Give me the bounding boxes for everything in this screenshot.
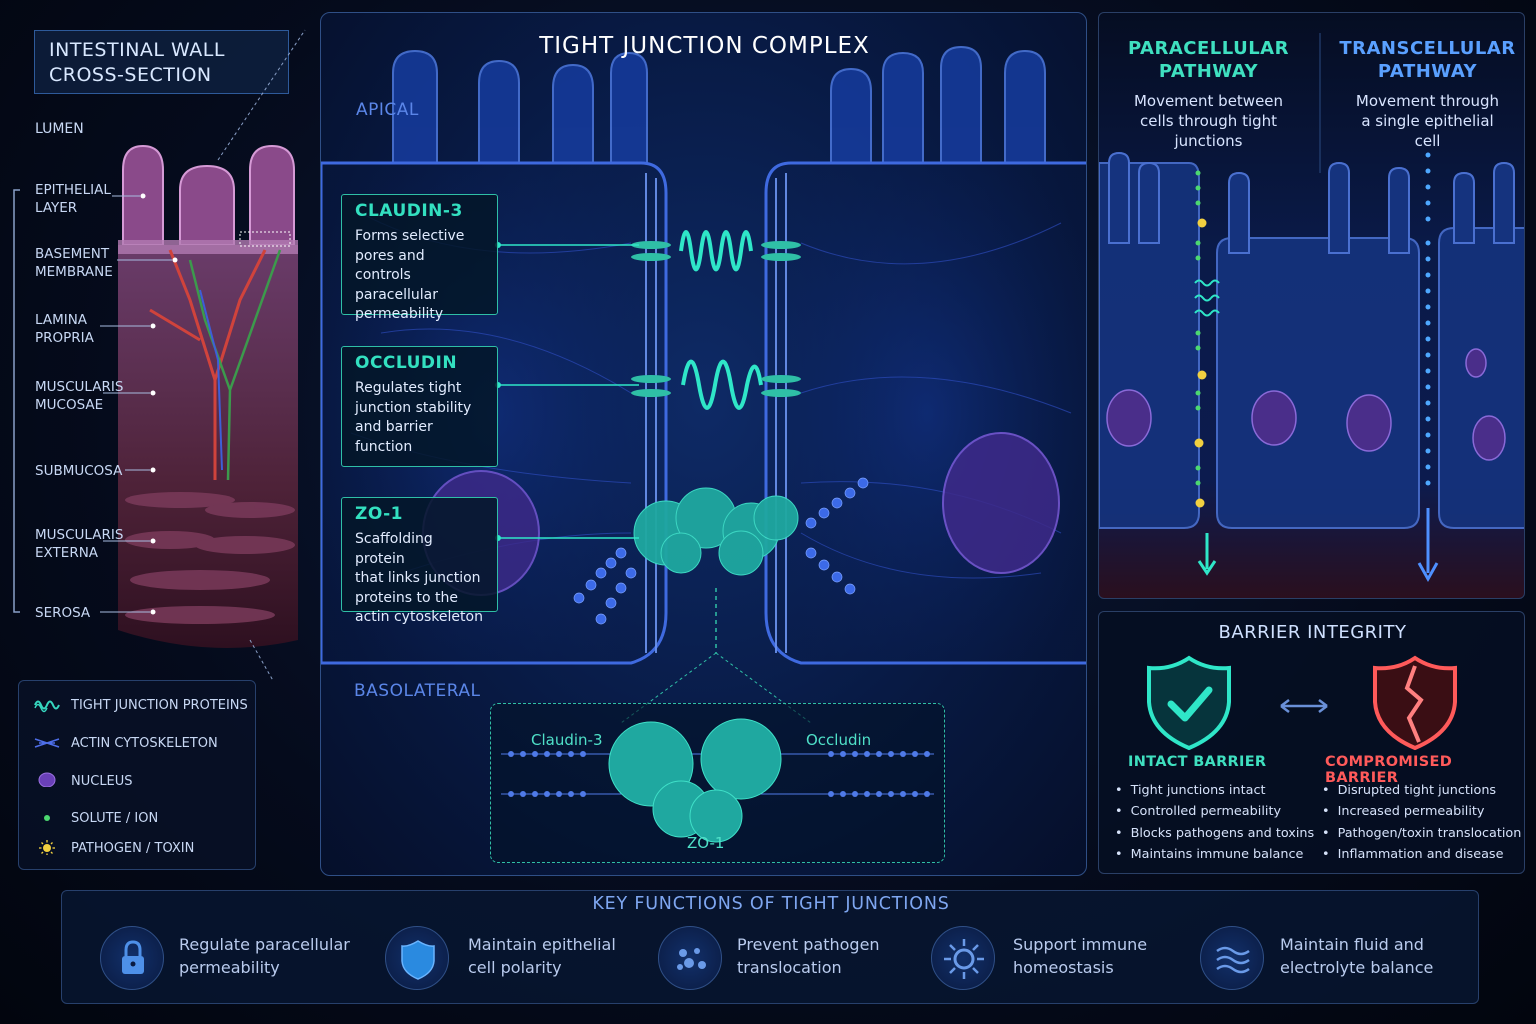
list-item: Disrupted tight junctions [1322,780,1521,801]
apical-label: APICAL [356,100,419,120]
inset-zo1-label: ZO-1 [687,834,725,852]
callout-occludin: OCCLUDIN Regulates tight junction stabil… [341,346,498,467]
list-item: Increased permeability [1322,801,1521,822]
lumen-label: LUMEN [35,121,84,137]
callout-claudin-text: Forms selective pores and controls parac… [355,228,465,322]
lock-icon [100,926,164,990]
callout-occludin-title: OCCLUDIN [355,353,458,373]
callout-zo1-title: ZO-1 [355,504,403,524]
left-title-line2: CROSS-SECTION [49,64,212,86]
callout-claudin: CLAUDIN-3 Forms selective pores and cont… [341,194,498,322]
list-item: Controlled permeability [1115,801,1314,822]
callout-occludin-text: Regulates tight junction stability and b… [355,380,472,455]
pathways-illustration [1099,33,1524,583]
paracellular-heading: PARACELLULAR PATHWAY [1128,38,1289,82]
list-item: Tight junctions intact [1115,780,1314,801]
inset-claudin-label: Claudin-3 [531,731,603,749]
intestinal-wall-illustration [13,29,306,680]
key-functions-panel: KEY FUNCTIONS OF TIGHT JUNCTIONS Regulat… [61,890,1479,1004]
sun-icon [39,840,55,855]
legend-pathogen: PATHOGEN / TOXIN [71,841,195,856]
transcellular-description: Movement through a single epithelial cel… [1355,92,1500,150]
tight-junction-panel: TIGHT JUNCTION COMPLEX APICAL BASOLATERA… [320,12,1087,876]
zoom-inset: Claudin-3 Occludin ZO-1 [490,703,945,863]
callout-zo1-text: Scaffolding protein that links junction … [355,531,483,625]
dot-icon [44,815,50,821]
legend-solute: SOLUTE / ION [71,811,159,826]
legend: TIGHT JUNCTION PROTEINS ACTIN CYTOSKELET… [18,680,256,870]
paracellular-description: Movement between cells through tight jun… [1133,92,1284,150]
pathogen-dots-icon [658,926,722,990]
legend-nucleus: NUCLEUS [71,774,133,789]
pathways-panel: PARACELLULAR PATHWAY Movement between ce… [1098,12,1525,599]
waves-icon [1200,926,1264,990]
list-item: Inflammation and disease [1322,844,1521,865]
actin-icon [34,738,60,748]
list-item: Maintains immune balance [1115,844,1314,865]
inset-occludin-label: Occludin [806,731,872,749]
legend-actin: ACTIN CYTOSKELETON [71,736,218,751]
legend-tight-junction: TIGHT JUNCTION PROTEINS [71,698,248,713]
basolateral-label: BASOLATERAL [354,681,481,701]
intact-barrier-list: Tight junctions intact Controlled permea… [1115,780,1315,865]
membrane-inset-illustration [501,718,934,843]
shield-icon [385,926,449,990]
intact-shield-icon [1147,655,1231,751]
barrier-title: BARRIER INTEGRITY [1218,622,1407,643]
list-item: Pathogen/toxin translocation [1322,823,1522,844]
double-arrow-icon [1280,699,1328,713]
transcellular-heading: TRANSCELLULAR PATHWAY [1339,38,1516,82]
coil-icon [34,700,60,713]
left-title-line1: INTESTINAL WALL [49,39,225,61]
layer-serosa: SEROSA [35,605,91,621]
key-functions-title: KEY FUNCTIONS OF TIGHT JUNCTIONS [592,894,950,914]
list-item: Blocks pathogens and toxins [1115,823,1315,844]
layer-submucosa: SUBMUCOSA [35,463,123,479]
left-title: INTESTINAL WALL CROSS-SECTION [34,30,289,94]
broken-shield-icon [1373,655,1457,751]
nucleus-icon [38,772,56,787]
immune-icon [931,926,995,990]
compromised-barrier-list: Disrupted tight junctions Increased perm… [1322,780,1522,865]
callout-claudin-title: CLAUDIN-3 [355,201,463,221]
barrier-integrity-panel: BARRIER INTEGRITY INTACT BARRIER Tight j… [1098,611,1525,874]
callout-zo1: ZO-1 Scaffolding protein that links junc… [341,497,498,625]
center-title: TIGHT JUNCTION COMPLEX [539,33,870,59]
intact-barrier-heading: INTACT BARRIER [1128,754,1267,770]
